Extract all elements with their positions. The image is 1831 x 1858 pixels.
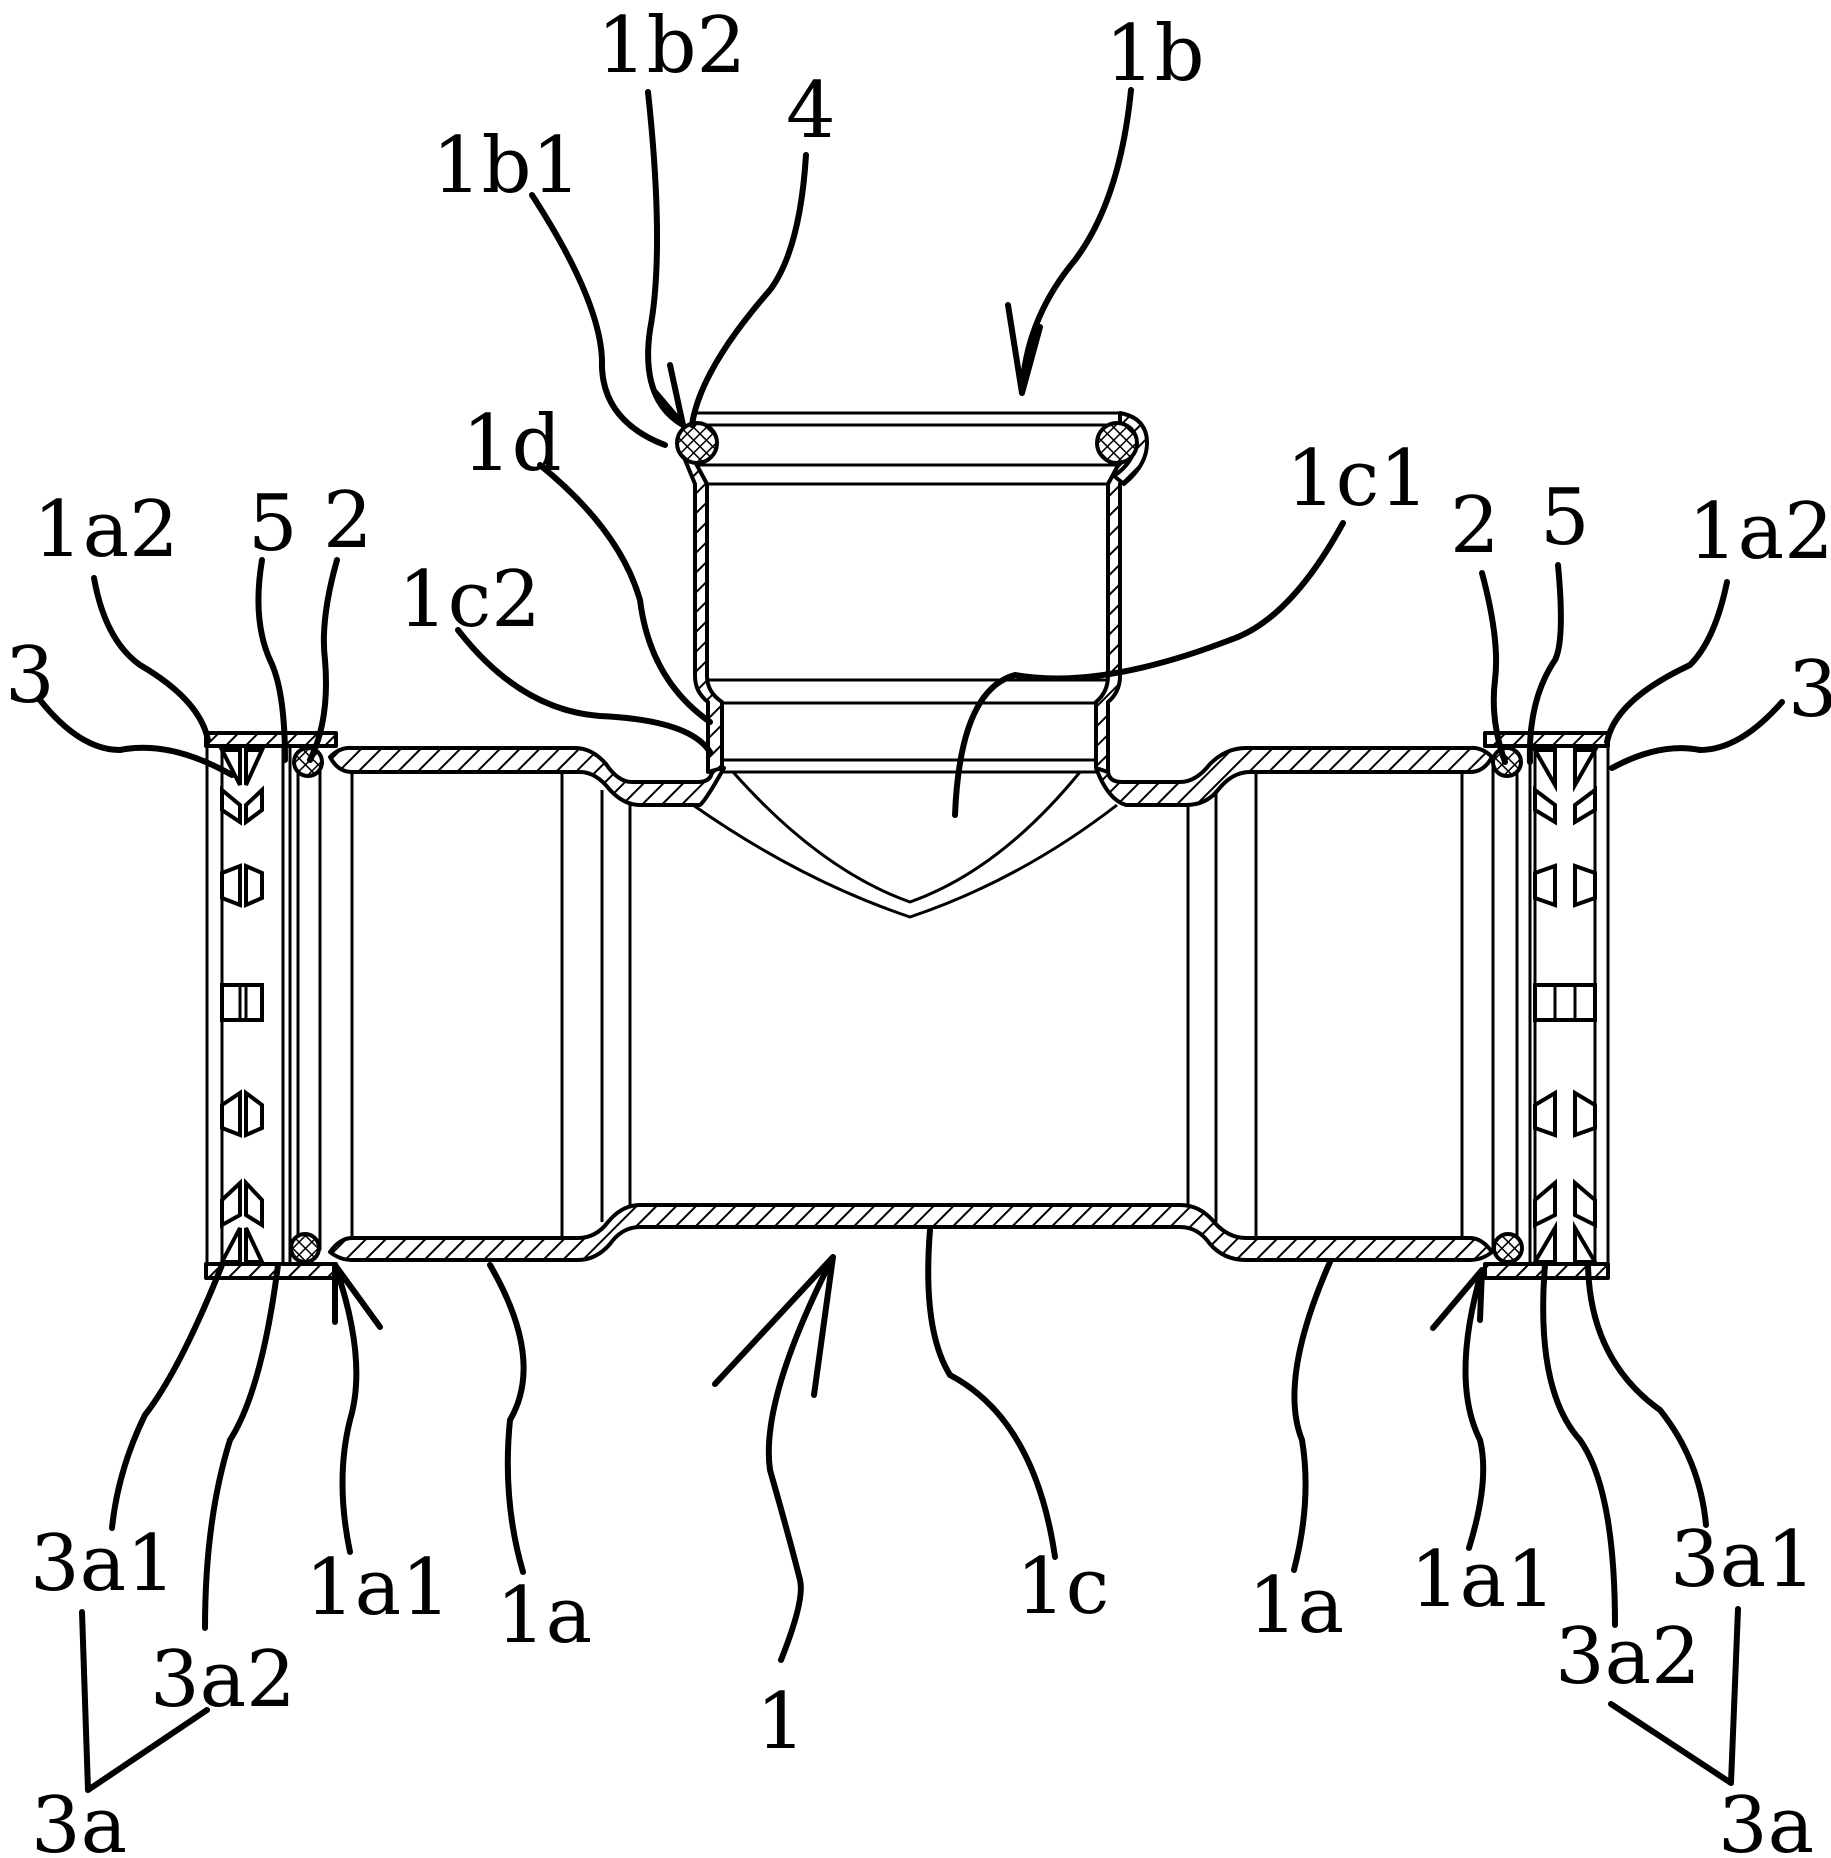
- leader-5-left: [255, 557, 288, 763]
- label-1c2: 1c2: [398, 555, 541, 645]
- label-3a-right: 3a: [1718, 1781, 1814, 1858]
- main-pipe-body: [328, 745, 1494, 1262]
- clamp-tooth: [1533, 1089, 1597, 1138]
- leader-3-right: [1609, 699, 1785, 771]
- clamp-tooth: [220, 1177, 264, 1229]
- leader-1c1: [952, 520, 1346, 818]
- leader-1b1: [529, 192, 668, 448]
- branch-wall-left: [681, 453, 724, 774]
- label-3a2-right: 3a2: [1555, 1612, 1701, 1702]
- label-2-left: 2: [323, 476, 373, 566]
- label-1b1: 1b1: [432, 121, 581, 211]
- label-1a2-right: 1a2: [1688, 487, 1831, 577]
- clamp-tooth: [218, 1227, 266, 1264]
- leader-1c: [925, 1227, 1058, 1560]
- label-1: 1: [756, 1677, 806, 1767]
- saddle-curve-outer: [692, 803, 1118, 919]
- clamp-tooth: [1531, 748, 1599, 793]
- reference-labels: 1b2 1b 4 1b1 1d 1c1 1a2 5 2 1c2 3 2 5 1a…: [5, 1, 1831, 1858]
- leader-1a2-left: [91, 575, 211, 743]
- clamp-tooth: [1531, 1220, 1599, 1264]
- leader-2-right: [1479, 570, 1508, 765]
- label-1a1-right: 1a1: [1410, 1535, 1556, 1625]
- clamp-tooth: [220, 862, 264, 909]
- label-1b2: 1b2: [597, 1, 746, 91]
- bottom-wall: [328, 1203, 1494, 1262]
- leader-1a-right: [1291, 1259, 1333, 1573]
- leader-2-left: [307, 557, 340, 763]
- leader-4: [689, 152, 809, 428]
- label-1a-right: 1a: [1248, 1561, 1344, 1651]
- label-2-right: 2: [1450, 481, 1500, 571]
- label-3a2-left: 3a2: [150, 1635, 296, 1725]
- leader-1b-arrow: [1005, 87, 1134, 396]
- top-wall-right: [1094, 745, 1494, 807]
- clamp-tooth: [1533, 863, 1597, 908]
- leader-1d: [537, 462, 713, 725]
- label-3a1-left: 3a1: [30, 1519, 176, 1609]
- right-cap-top: [1483, 731, 1610, 748]
- label-4: 4: [786, 66, 836, 156]
- label-3a-left: 3a: [31, 1781, 127, 1858]
- branch-wall-right: [1094, 453, 1134, 774]
- label-5-left: 5: [248, 479, 298, 569]
- label-3-right: 3: [1788, 645, 1831, 735]
- leader-5-right: [1526, 562, 1564, 765]
- label-1c: 1c: [1016, 1542, 1109, 1632]
- label-1a-left: 1a: [496, 1571, 592, 1661]
- branch-pipe: [675, 411, 1149, 774]
- clamp-tooth: [1533, 1178, 1597, 1229]
- leader-1a1-right: [1430, 1267, 1487, 1551]
- branch-seal-right: [1095, 421, 1139, 465]
- leader-1c2: [455, 627, 713, 755]
- left-seal-ring-bottom: [289, 1232, 321, 1264]
- label-1a2-left: 1a2: [33, 485, 179, 575]
- clamp-spacer: [1533, 983, 1597, 1022]
- clamp-tooth: [220, 1089, 264, 1139]
- left-clamp-assembly: [204, 731, 338, 1280]
- leader-1a2-right: [1604, 579, 1730, 745]
- leader-3a2-left: [202, 1262, 281, 1631]
- leader-3a1-left: [109, 1262, 225, 1531]
- leader-1: [712, 1254, 836, 1663]
- leader-3a1-right: [1585, 1262, 1709, 1528]
- leader-1a-left: [487, 1262, 527, 1575]
- leader-lines: [37, 87, 1785, 1793]
- label-5-right: 5: [1540, 473, 1590, 563]
- branch-seal-left: [675, 421, 719, 465]
- label-1a1-left: 1a1: [305, 1543, 451, 1633]
- clamp-tooth: [1533, 786, 1597, 826]
- leader-1a1-left: [332, 1262, 383, 1555]
- bracket-3a-right: [1608, 1606, 1741, 1786]
- right-seal-ring-bottom: [1492, 1232, 1524, 1264]
- label-3-left: 3: [5, 631, 55, 721]
- saddle-curve-inner: [731, 771, 1082, 904]
- label-1c1: 1c1: [1286, 434, 1429, 524]
- clamp-tooth: [218, 748, 266, 786]
- left-teeth: [218, 748, 266, 1264]
- leader-3-left: [37, 697, 235, 778]
- label-1b: 1b: [1105, 9, 1205, 99]
- label-1d: 1d: [462, 399, 562, 489]
- clamp-tooth: [220, 785, 264, 826]
- bracket-3a-left: [79, 1609, 210, 1793]
- top-wall-left: [328, 745, 726, 807]
- leader-1b2: [645, 89, 686, 428]
- left-cap-bottom: [204, 1262, 338, 1280]
- leader-3a2-right: [1540, 1262, 1618, 1628]
- right-clamp-assembly: [1483, 731, 1610, 1280]
- label-3a1-right: 3a1: [1670, 1515, 1816, 1605]
- clamp-spacer: [220, 983, 264, 1022]
- right-teeth: [1531, 748, 1599, 1264]
